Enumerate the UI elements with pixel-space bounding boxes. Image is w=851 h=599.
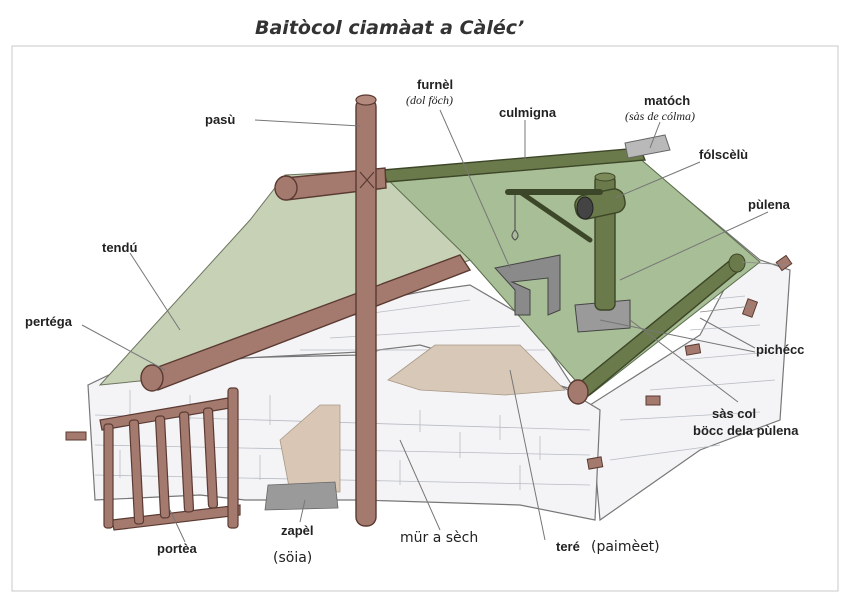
label-zapel-sub: (söia) <box>273 550 312 566</box>
labels: pasù furnèl (dol föch) culmigna matóch (… <box>25 77 804 566</box>
logs <box>140 94 746 527</box>
label-furnel: furnèl <box>417 77 453 92</box>
gate <box>99 387 241 531</box>
label-furnel-sub: (dol föch) <box>406 93 453 107</box>
label-mur: mür a sèch <box>400 530 478 546</box>
door-slab <box>264 481 339 511</box>
label-pasu: pasù <box>205 112 235 127</box>
label-portea: portèa <box>157 541 198 556</box>
label-pichecc: pichécc <box>756 342 804 357</box>
label-matoch: matóch <box>644 93 690 108</box>
label-pulena: pùlena <box>748 197 791 212</box>
leader-lines <box>81 109 769 543</box>
pulena-post <box>505 172 631 333</box>
hearth <box>494 254 561 316</box>
floor <box>387 344 566 396</box>
label-folscelu: fólscèlù <box>699 147 748 162</box>
back-wall <box>589 159 791 522</box>
diagram-title: Baitòcol ciamàat a Càléc’ <box>255 17 524 39</box>
label-matoch-sub: (sàs de cólma) <box>625 109 695 123</box>
label-culmigna: culmigna <box>499 105 557 120</box>
interior <box>231 284 577 511</box>
label-sas-col-1: sàs col <box>712 406 756 421</box>
label-tere-sub: (paimèet) <box>591 539 660 555</box>
pegs <box>65 254 793 470</box>
label-tendu: tendú <box>102 240 137 255</box>
label-zapel: zapèl <box>281 523 314 538</box>
door-threshold <box>279 404 341 493</box>
label-sas-col-2: böcc dela pùlena <box>693 423 799 438</box>
label-pertega: pertéga <box>25 314 73 329</box>
label-tere: teré <box>556 539 580 554</box>
